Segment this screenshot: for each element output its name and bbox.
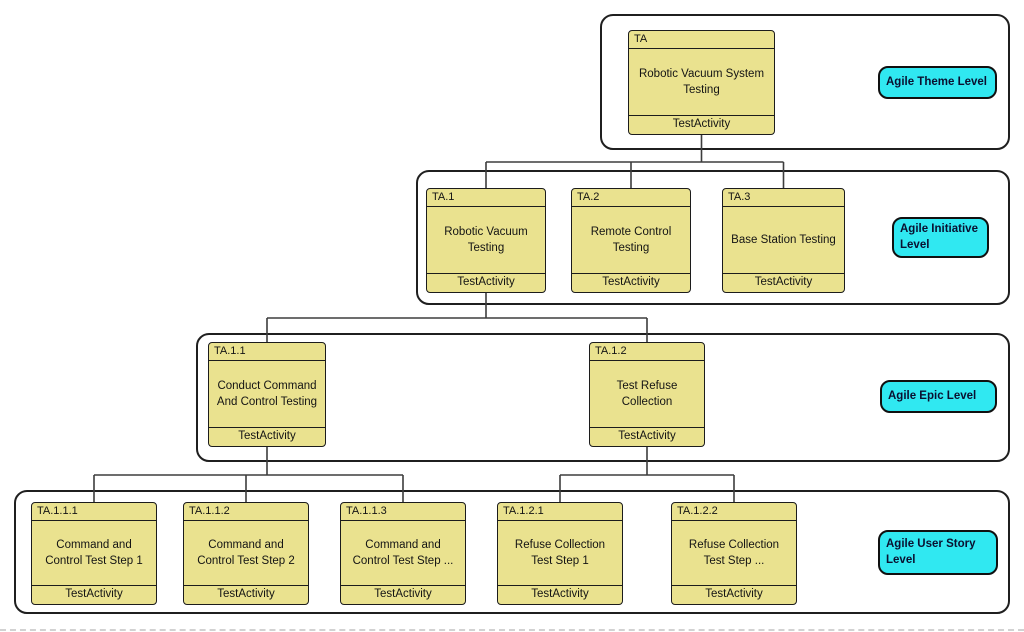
page-bottom-edge: [0, 629, 1024, 631]
node-ta-2-stereotype: TestActivity: [572, 273, 690, 292]
node-ta-stereotype: TestActivity: [629, 115, 774, 134]
node-ta-1-2-2-id: TA.1.2.2: [672, 503, 796, 521]
node-ta-name: Robotic Vacuum System Testing: [638, 67, 765, 96]
node-ta-1-1-3: TA.1.1.3 Command and Control Test Step .…: [340, 502, 466, 605]
node-ta-1-2-2-name: Refuse Collection Test Step ...: [688, 538, 780, 567]
node-ta-1-2-id: TA.1.2: [590, 343, 704, 361]
node-ta-1-name: Robotic Vacuum Testing: [444, 225, 528, 254]
node-ta-1-1-1: TA.1.1.1 Command and Control Test Step 1…: [31, 502, 157, 605]
node-ta-1-2-1-name: Refuse Collection Test Step 1: [514, 538, 606, 567]
level-label-theme: Agile Theme Level: [878, 66, 997, 99]
node-ta-1-1-1-stereotype: TestActivity: [32, 585, 156, 604]
node-ta-1-1-1-name: Command and Control Test Step 1: [45, 538, 143, 567]
node-ta-1-2-1-id: TA.1.2.1: [498, 503, 622, 521]
node-ta-1-1-2-name: Command and Control Test Step 2: [197, 538, 295, 567]
node-ta-1-2-name: Test Refuse Collection: [616, 379, 678, 408]
node-ta-1-1-name: Conduct Command And Control Testing: [216, 379, 318, 408]
node-ta-3-name: Base Station Testing: [731, 233, 836, 246]
node-ta-1-id: TA.1: [427, 189, 545, 207]
node-ta-1-1-id: TA.1.1: [209, 343, 325, 361]
level-label-user-story: Agile User Story Level: [878, 530, 998, 575]
level-label-epic: Agile Epic Level: [880, 380, 997, 413]
node-ta-1-1-2: TA.1.1.2 Command and Control Test Step 2…: [183, 502, 309, 605]
node-ta-1-1-2-id: TA.1.1.2: [184, 503, 308, 521]
node-ta-3: TA.3 Base Station Testing TestActivity: [722, 188, 845, 293]
node-ta: TA Robotic Vacuum System Testing TestAct…: [628, 30, 775, 135]
node-ta-1-1-stereotype: TestActivity: [209, 427, 325, 446]
node-ta-1-1-3-stereotype: TestActivity: [341, 585, 465, 604]
level-label-initiative: Agile Initiative Level: [892, 217, 989, 258]
node-ta-id: TA: [629, 31, 774, 49]
node-ta-1-2: TA.1.2 Test Refuse Collection TestActivi…: [589, 342, 705, 447]
node-ta-1-2-stereotype: TestActivity: [590, 427, 704, 446]
node-ta-1-1-3-name: Command and Control Test Step ...: [352, 538, 454, 567]
node-ta-1: TA.1 Robotic Vacuum Testing TestActivity: [426, 188, 546, 293]
node-ta-1-stereotype: TestActivity: [427, 273, 545, 292]
node-ta-1-2-1: TA.1.2.1 Refuse Collection Test Step 1 T…: [497, 502, 623, 605]
node-ta-2: TA.2 Remote Control Testing TestActivity: [571, 188, 691, 293]
node-ta-1-1-1-id: TA.1.1.1: [32, 503, 156, 521]
node-ta-3-stereotype: TestActivity: [723, 273, 844, 292]
node-ta-1-1-3-id: TA.1.1.3: [341, 503, 465, 521]
node-ta-1-2-1-stereotype: TestActivity: [498, 585, 622, 604]
node-ta-1-2-2-stereotype: TestActivity: [672, 585, 796, 604]
node-ta-1-2-2: TA.1.2.2 Refuse Collection Test Step ...…: [671, 502, 797, 605]
node-ta-2-id: TA.2: [572, 189, 690, 207]
node-ta-3-id: TA.3: [723, 189, 844, 207]
node-ta-1-1-2-stereotype: TestActivity: [184, 585, 308, 604]
node-ta-1-1: TA.1.1 Conduct Command And Control Testi…: [208, 342, 326, 447]
node-ta-2-name: Remote Control Testing: [590, 225, 672, 254]
